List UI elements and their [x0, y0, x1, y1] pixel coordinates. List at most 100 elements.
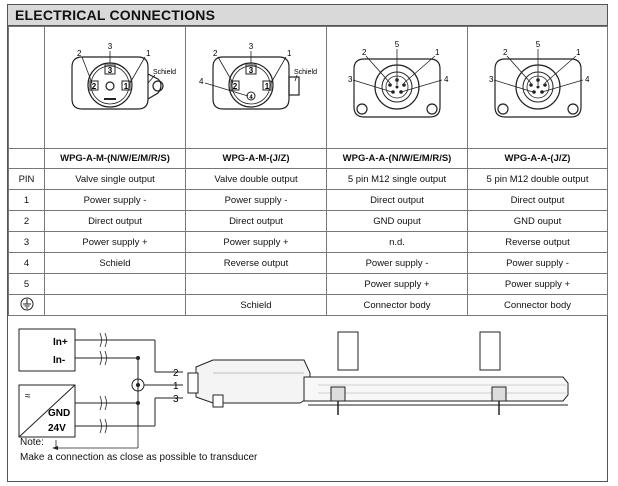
pin-1-label: 1 [287, 49, 292, 58]
valve-connector-icon: 3 2 1 4 3 2 1 4 Schield [199, 42, 317, 110]
pin-number: PIN [8, 168, 45, 190]
table-cell: Power supply + [326, 273, 468, 295]
model-header: WPG-A-M-(J/Z) [185, 148, 327, 169]
pin-5-label: 5 [395, 40, 400, 49]
schield-label: Schield [294, 69, 317, 76]
m12-connector-icon: 5 2 1 3 4 [348, 40, 449, 118]
wire-label: 1 [173, 381, 179, 392]
svg-text:2: 2 [92, 82, 97, 91]
table-cell: GND ouput [326, 210, 468, 232]
table-row: 4 Schield Reverse output Power supply - … [8, 252, 608, 274]
pin-2-label: 2 [503, 48, 508, 57]
pin-number: 3 [8, 231, 45, 253]
table-cell: 5 pin M12 double output [467, 168, 608, 190]
table-cell: Schield [185, 294, 327, 316]
pin-2-label: 2 [213, 49, 218, 58]
pin-4-label: 4 [444, 75, 449, 84]
table-cell [44, 273, 186, 295]
in-plus-label: In+ [53, 337, 68, 348]
table-row: 2 Direct output Direct output GND ouput … [8, 210, 608, 232]
pin-4-label: 4 [199, 77, 204, 86]
model-header-row: WPG-A-M-(N/W/E/M/R/S) WPG-A-M-(J/Z) WPG-… [8, 148, 608, 169]
table-cell: Direct output [44, 210, 186, 232]
pin-3-label: 3 [249, 42, 254, 51]
table-cell: Connector body [467, 294, 608, 316]
table-cell: Power supply - [44, 189, 186, 211]
model-header: WPG-A-M-(N/W/E/M/R/S) [44, 148, 186, 169]
wire-label: 2 [173, 368, 179, 379]
table-cell: Connector body [326, 294, 468, 316]
pin-5-label: 5 [535, 40, 540, 49]
pin-4-label: 4 [585, 75, 590, 84]
24v-label: 24V [48, 423, 66, 434]
note-label: Note: [20, 437, 44, 448]
valve-connector-icon: 3 2 1 3 2 1 Schield [71, 42, 176, 110]
gnd-label: GND [48, 408, 70, 419]
table-cell: Direct output [467, 189, 608, 211]
pin-1-label: 1 [576, 48, 581, 57]
pin-3-label: 3 [489, 75, 494, 84]
pin-table: 3 2 1 3 2 1 Schield [8, 26, 608, 316]
electrical-connections-panel: ELECTRICAL CONNECTIONS 3 2 [7, 4, 608, 482]
wiring-diagram: In+ In- ≈ GND 24V 2 1 3 [18, 328, 569, 450]
table-cell: Schield [44, 252, 186, 274]
pin-number: 5 [8, 273, 45, 295]
table-cell: Direct output [326, 189, 468, 211]
table-cell: Reverse output [467, 231, 608, 253]
table-cell: Valve single output [44, 168, 186, 190]
empty-cell [8, 26, 45, 149]
pin-number: 4 [8, 252, 45, 274]
table-cell: Valve double output [185, 168, 327, 190]
pin-number: 2 [8, 210, 45, 232]
input-box [18, 328, 76, 372]
table-cell: Power supply + [467, 273, 608, 295]
table-row: PIN Valve single output Valve double out… [8, 168, 608, 190]
svg-text:1: 1 [265, 82, 270, 91]
title-bar: ELECTRICAL CONNECTIONS [8, 5, 607, 26]
svg-text:3: 3 [249, 66, 254, 75]
m12-connector-icon: 5 2 1 3 4 [489, 40, 590, 118]
connector-drawing-valve-single: 3 2 1 3 2 1 Schield [44, 26, 186, 149]
schield-label: Schield [153, 69, 176, 76]
table-cell: Reverse output [185, 252, 327, 274]
model-header: WPG-A-A-(J/Z) [467, 148, 608, 169]
table-row: Schield Connector body Connector body [8, 294, 608, 316]
table-cell: Power supply + [44, 231, 186, 253]
table-cell: GND ouput [467, 210, 608, 232]
svg-text:3: 3 [108, 66, 113, 75]
svg-text:4: 4 [249, 95, 253, 101]
pin-3-label: 3 [348, 75, 353, 84]
pin-2-label: 2 [77, 49, 82, 58]
table-cell: Power supply - [185, 189, 327, 211]
pin-3-label: 3 [108, 42, 113, 51]
note-text: Make a connection as close as possible t… [20, 452, 258, 463]
connector-drawing-m12-single: 5 2 1 3 4 [326, 26, 468, 149]
connector-drawing-valve-double: 3 2 1 4 3 2 1 4 Schield [185, 26, 327, 149]
cursor-block [479, 331, 501, 371]
table-cell: 5 pin M12 single output [326, 168, 468, 190]
pin-1-label: 1 [146, 49, 151, 58]
table-cell [44, 294, 186, 316]
table-row: 1 Power supply - Power supply - Direct o… [8, 189, 608, 211]
table-row: 5 Power supply + Power supply + [8, 273, 608, 295]
table-cell: Power supply + [185, 231, 327, 253]
connector-drawing-m12-double: 5 2 1 3 4 [467, 26, 608, 149]
table-cell: Power supply - [326, 252, 468, 274]
pin-number: 1 [8, 189, 45, 211]
table-cell: n.d. [326, 231, 468, 253]
table-cell: Power supply - [467, 252, 608, 274]
ground-icon [8, 294, 45, 316]
power-supply-box [18, 384, 76, 438]
cursor-block [337, 331, 359, 371]
wire-label: 3 [173, 394, 179, 405]
empty-cell [8, 148, 45, 169]
in-minus-label: In- [53, 355, 65, 366]
pin-1-label: 1 [435, 48, 440, 57]
svg-text:2: 2 [233, 82, 238, 91]
table-cell: Direct output [185, 210, 327, 232]
page-title: ELECTRICAL CONNECTIONS [15, 7, 216, 23]
table-cell [185, 273, 327, 295]
svg-text:≈: ≈ [25, 391, 31, 402]
connector-image-row: 3 2 1 3 2 1 Schield [8, 26, 608, 149]
pin-2-label: 2 [362, 48, 367, 57]
